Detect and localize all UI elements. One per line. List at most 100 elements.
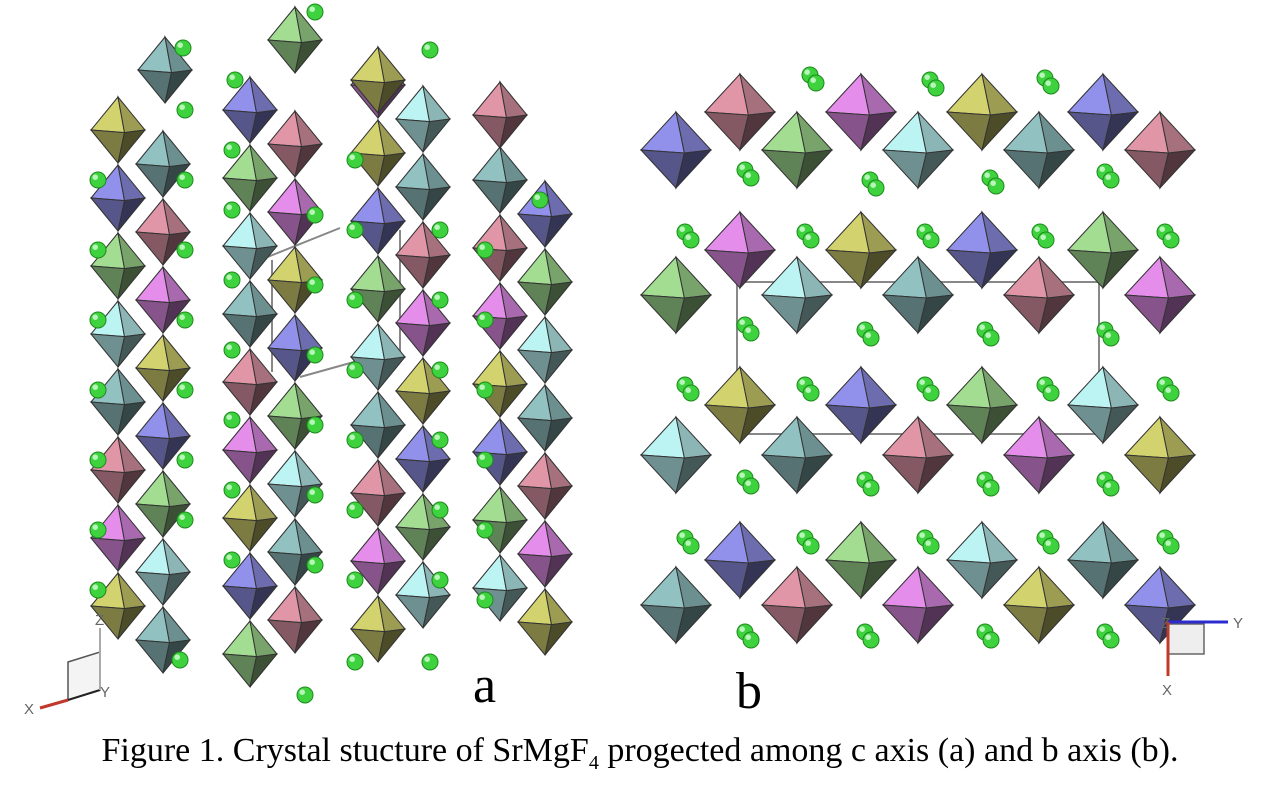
sr-atom	[862, 329, 880, 347]
sr-atom-highlight	[865, 634, 871, 640]
sr-atom-highlight	[479, 454, 486, 461]
mgf6-octahedron	[881, 565, 955, 645]
sr-atom-highlight	[1105, 174, 1111, 180]
sr-atom	[89, 241, 107, 259]
axis-x-label-b: X	[1162, 682, 1172, 699]
mgf6-octahedron	[945, 365, 1019, 445]
mgf6-octahedron	[89, 95, 147, 165]
sr-atom	[306, 416, 324, 434]
sr-atom-highlight	[799, 532, 805, 538]
sr-atom-highlight	[226, 274, 232, 281]
axis-triad-a: Z X Y	[24, 612, 110, 718]
sr-atom-highlight	[925, 540, 931, 546]
mgf6-octahedron	[516, 383, 574, 453]
sr-atom-highlight	[309, 489, 316, 496]
sr-atom-highlight	[226, 414, 232, 421]
mgf6-octahedron	[1123, 565, 1197, 645]
mgf6-octahedron	[221, 347, 279, 417]
mgf6-octahedron	[471, 80, 529, 150]
sr-atom-highlight	[434, 294, 441, 301]
sr-atom-highlight	[534, 194, 540, 200]
sr-atom	[296, 686, 314, 704]
sr-atom-highlight	[979, 474, 985, 481]
sr-atom-highlight	[349, 434, 356, 441]
sr-atom-highlight	[859, 324, 865, 331]
mgf6-octahedron	[760, 110, 834, 190]
sr-atom-highlight	[799, 226, 805, 232]
mgf6-octahedron	[1066, 72, 1140, 152]
sr-atom	[1037, 231, 1055, 249]
mgf6-octahedron	[134, 265, 192, 335]
sr-atom-highlight	[226, 344, 232, 351]
sr-atom-highlight	[92, 454, 98, 461]
sr-atom-highlight	[1165, 540, 1171, 546]
mgf6-octahedron	[266, 109, 324, 179]
mgf6-octahedron	[703, 72, 777, 152]
sr-atom	[306, 276, 324, 294]
caption-subscript: 4	[588, 751, 599, 774]
sr-atom-highlight	[685, 540, 691, 546]
sr-atom-highlight	[179, 314, 185, 321]
sr-atom	[176, 451, 194, 469]
projection-c-axis	[89, 3, 574, 704]
sr-atom	[171, 651, 189, 669]
sr-atom-highlight	[179, 514, 185, 520]
sr-atom-highlight	[745, 634, 751, 640]
sr-atom	[306, 206, 324, 224]
mgf6-octahedron	[824, 365, 898, 445]
mgf6-octahedron	[89, 231, 147, 301]
sr-atom-highlight	[424, 44, 431, 50]
sr-atom	[802, 537, 820, 555]
sr-atom-highlight	[434, 574, 441, 580]
sr-atom-highlight	[745, 327, 751, 334]
sr-atom-highlight	[1165, 387, 1171, 394]
sr-atom-highlight	[1039, 72, 1045, 78]
sr-atom-highlight	[349, 656, 356, 662]
sr-atom	[223, 201, 241, 219]
sr-atom-highlight	[479, 384, 486, 391]
sr-atom	[742, 324, 760, 342]
sr-atom-highlight	[1099, 626, 1105, 632]
mgf6-octahedron	[471, 145, 529, 215]
axis-triad-b: Z Y X	[1161, 615, 1243, 699]
sr-atom-highlight	[799, 379, 805, 386]
mgf6-octahedron	[1123, 255, 1197, 335]
mgf6-octahedron	[639, 565, 713, 645]
sr-atom-highlight	[679, 226, 685, 232]
mgf6-octahedron	[881, 255, 955, 335]
mgf6-octahedron	[394, 84, 452, 154]
sr-atom-highlight	[309, 6, 316, 12]
sr-atom	[174, 39, 192, 57]
sr-atom	[176, 171, 194, 189]
sr-atom	[1162, 537, 1180, 555]
sr-atom-highlight	[870, 182, 876, 188]
sr-atom	[742, 631, 760, 649]
sr-atom-highlight	[919, 226, 925, 232]
mgf6-octahedron	[516, 247, 574, 317]
sr-atom-highlight	[990, 180, 996, 186]
sr-atom-highlight	[299, 689, 306, 695]
mgf6-octahedron	[1123, 415, 1197, 495]
mgf6-octahedron	[89, 163, 147, 233]
sr-atom-highlight	[685, 234, 691, 240]
mgf6-octahedron	[1002, 255, 1076, 335]
sr-atom	[223, 271, 241, 289]
sr-atom	[223, 141, 241, 159]
sr-atom	[431, 361, 449, 379]
sr-atom-highlight	[309, 209, 316, 215]
sr-atom	[476, 311, 494, 329]
axis-z-label-a: Z	[95, 612, 104, 629]
sr-atom-highlight	[1039, 379, 1045, 386]
mgf6-octahedron	[824, 72, 898, 152]
mgf6-octahedron	[134, 333, 192, 403]
sr-atom-highlight	[859, 474, 865, 481]
sr-atom	[89, 311, 107, 329]
mgf6-octahedron	[266, 381, 324, 451]
sr-atom	[1162, 231, 1180, 249]
mgf6-octahedron	[266, 517, 324, 587]
sr-atom-highlight	[1099, 166, 1105, 172]
mgf6-octahedron	[221, 211, 279, 281]
axis-x-label-a: X	[24, 701, 34, 718]
sr-atom	[431, 501, 449, 519]
